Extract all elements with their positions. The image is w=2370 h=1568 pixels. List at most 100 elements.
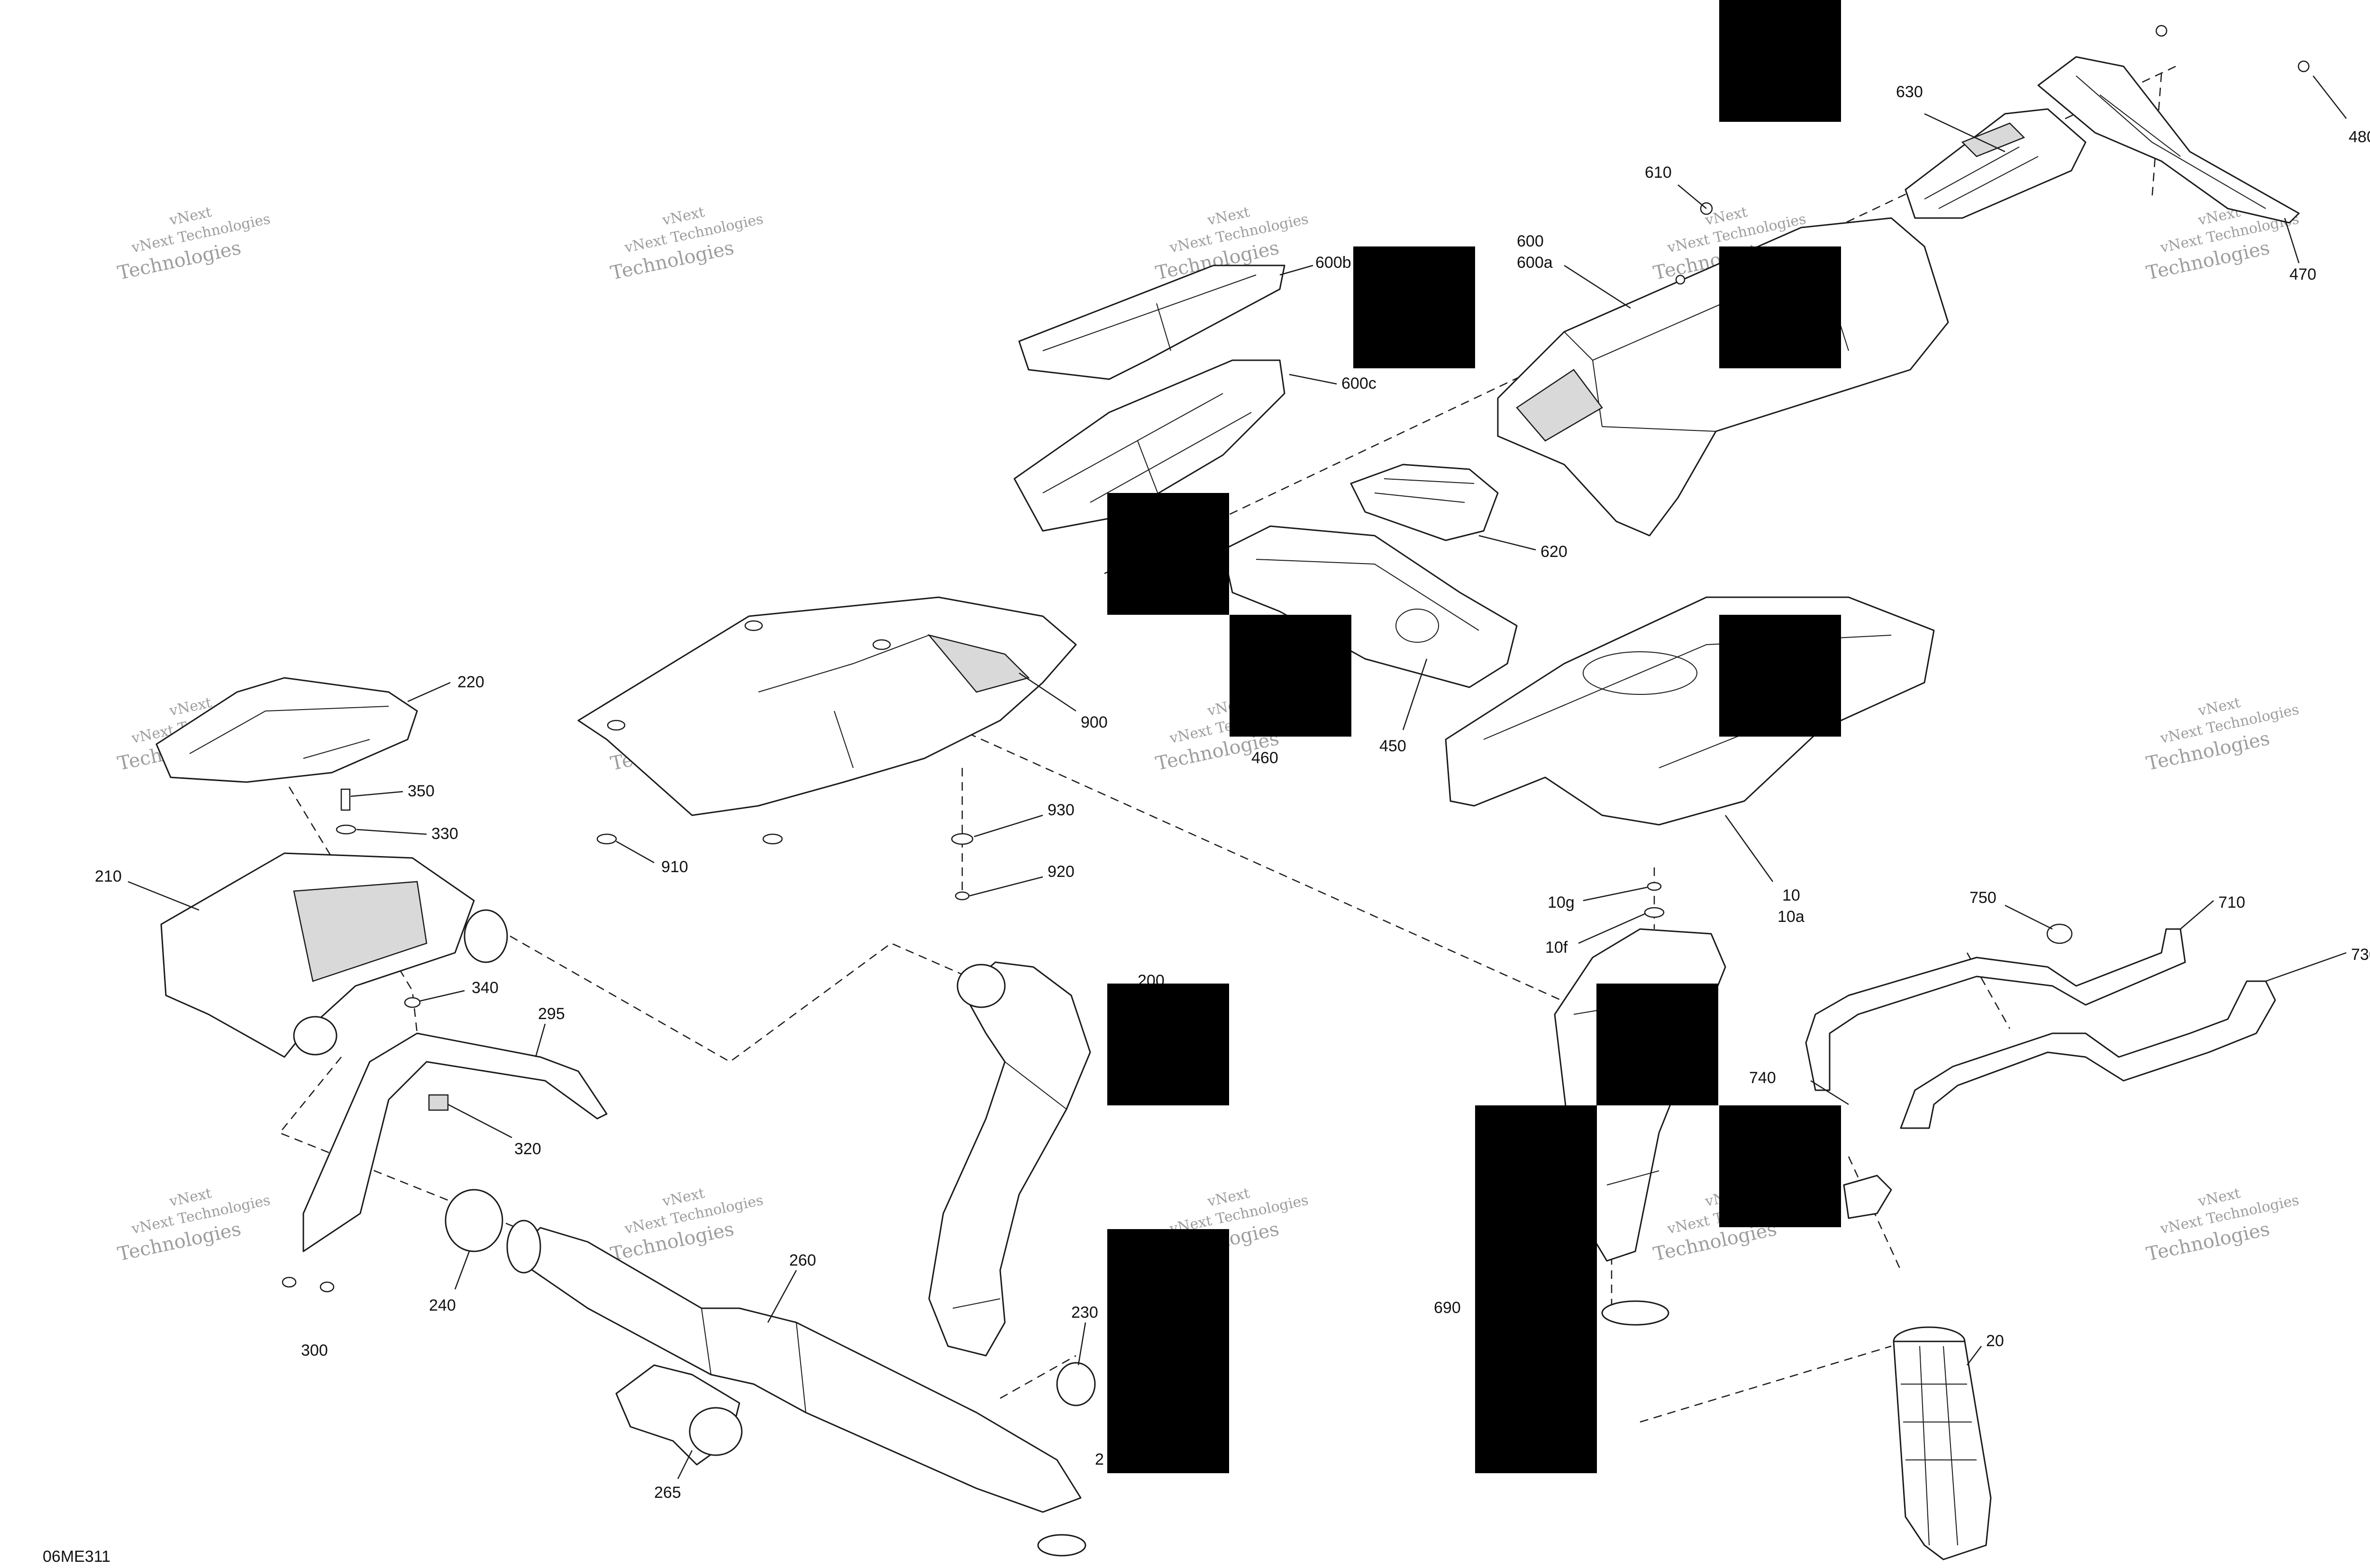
leader-710 <box>2180 900 2214 930</box>
screw <box>955 891 970 901</box>
grommet <box>596 833 617 845</box>
part-910-grommets <box>596 833 783 845</box>
leader-600 <box>1564 264 1631 309</box>
frame-port <box>1395 609 1439 643</box>
redaction-block <box>1353 246 1475 368</box>
bracket-body <box>302 1032 608 1252</box>
label-620: 620 <box>1540 543 1568 561</box>
label-295: 295 <box>538 1005 565 1023</box>
part-265-elbow <box>615 1364 743 1466</box>
duct-grille <box>1961 122 2025 157</box>
leader-920 <box>969 876 1043 897</box>
label-930: 930 <box>1048 801 1075 819</box>
assembly-line <box>1000 1355 1076 1399</box>
leader-295 <box>535 1023 546 1057</box>
frame-body <box>1013 359 1285 532</box>
label-320: 320 <box>514 1140 541 1158</box>
label-300: 300 <box>301 1341 328 1359</box>
intercooler-inlet <box>293 1016 337 1056</box>
part-labels: 630 480 610 600 600a 600b 600c 470 620 4… <box>43 83 2370 1566</box>
label-10g: 10g <box>1548 893 1575 912</box>
watermark: vNext vNext Technologies Technologies <box>2144 694 2300 775</box>
label-600a: 600a <box>1517 254 1553 272</box>
screw <box>2297 60 2310 73</box>
leader-260 <box>767 1270 797 1323</box>
part-600c-frame <box>1013 359 1285 532</box>
washer <box>1644 907 1665 918</box>
part-900-heat-shield <box>577 596 1077 816</box>
nut <box>282 1276 297 1288</box>
label-350: 350 <box>408 782 435 800</box>
grommet <box>762 833 783 845</box>
watermark: vNext vNext Technologies Technologies <box>2144 1185 2300 1266</box>
watermark: vNext vNext Technologies Technologies <box>609 204 765 284</box>
redaction-block <box>1719 1105 1841 1227</box>
part-20-intake-boot <box>1893 1326 1992 1560</box>
leader-20 <box>1967 1346 1982 1366</box>
label-480: 480 <box>2349 128 2370 146</box>
nut <box>319 1281 335 1293</box>
leader-lines <box>128 75 2347 1479</box>
label-10: 10 <box>1782 886 1800 904</box>
leader-630 <box>1924 113 2005 153</box>
boot-grid <box>1901 1346 1977 1546</box>
leader-930 <box>974 814 1043 838</box>
part-340-nut <box>404 997 421 1008</box>
part-240-clamp <box>445 1189 503 1252</box>
tee-body <box>1843 1175 1892 1219</box>
label-210: 210 <box>95 867 122 885</box>
nut <box>404 997 421 1008</box>
part-10f-washer <box>1644 907 1665 918</box>
label-690: 690 <box>1434 1299 1461 1317</box>
tube-body <box>511 1227 1082 1513</box>
airbox-stud <box>1675 274 1686 285</box>
washer <box>951 833 974 845</box>
label-10a: 10a <box>1778 908 1805 926</box>
leader-265 <box>677 1450 693 1479</box>
label-920: 920 <box>1048 863 1075 881</box>
frame-body <box>1222 525 1518 688</box>
cover-detail <box>189 706 389 759</box>
redaction-block <box>1107 493 1229 615</box>
part-630-duct <box>1905 108 2087 219</box>
intercooler-core <box>293 881 428 982</box>
label-470: 470 <box>2289 265 2316 283</box>
part-600b-plate <box>1018 264 1285 380</box>
filter-body <box>1350 464 1499 541</box>
leader-210 <box>128 881 200 911</box>
diagram-code: 06ME311 <box>43 1548 110 1566</box>
redaction-block <box>1107 1229 1229 1473</box>
label-600c: 600c <box>1341 374 1376 392</box>
leader-10f <box>1578 913 1645 944</box>
fitting <box>2046 923 2073 944</box>
leader-620 <box>1478 535 1536 551</box>
part-220-cover <box>155 677 418 783</box>
shield-hole <box>872 639 891 650</box>
redaction-block <box>1719 615 1841 737</box>
part-750-fitting <box>2046 923 2073 944</box>
plate-body <box>1018 264 1285 380</box>
clamp-band <box>1037 1534 1086 1557</box>
part-730-hose <box>1900 980 2276 1129</box>
label-750: 750 <box>1969 889 1996 907</box>
leader-10 <box>1724 815 1774 882</box>
part-710-hose <box>1805 928 2186 1091</box>
leader-480 <box>2313 75 2347 119</box>
label-900: 900 <box>1081 713 1108 731</box>
frame-detail <box>1256 559 1479 631</box>
part-620-filter <box>1350 464 1499 541</box>
part-210-intercooler <box>160 852 508 1058</box>
airbox-edges <box>1564 260 1849 432</box>
label-220: 220 <box>457 673 484 691</box>
hose-body <box>1900 980 2276 1129</box>
leader-10g <box>1583 886 1648 902</box>
redaction-block <box>1475 1105 1597 1473</box>
label-630: 630 <box>1896 83 1923 101</box>
plate-detail <box>1042 274 1257 351</box>
leader-320 <box>447 1103 512 1139</box>
label-600: 600 <box>1517 232 1544 250</box>
label-610: 610 <box>1645 164 1672 182</box>
base-body <box>1445 596 1935 826</box>
assembly-line <box>929 715 1593 1015</box>
